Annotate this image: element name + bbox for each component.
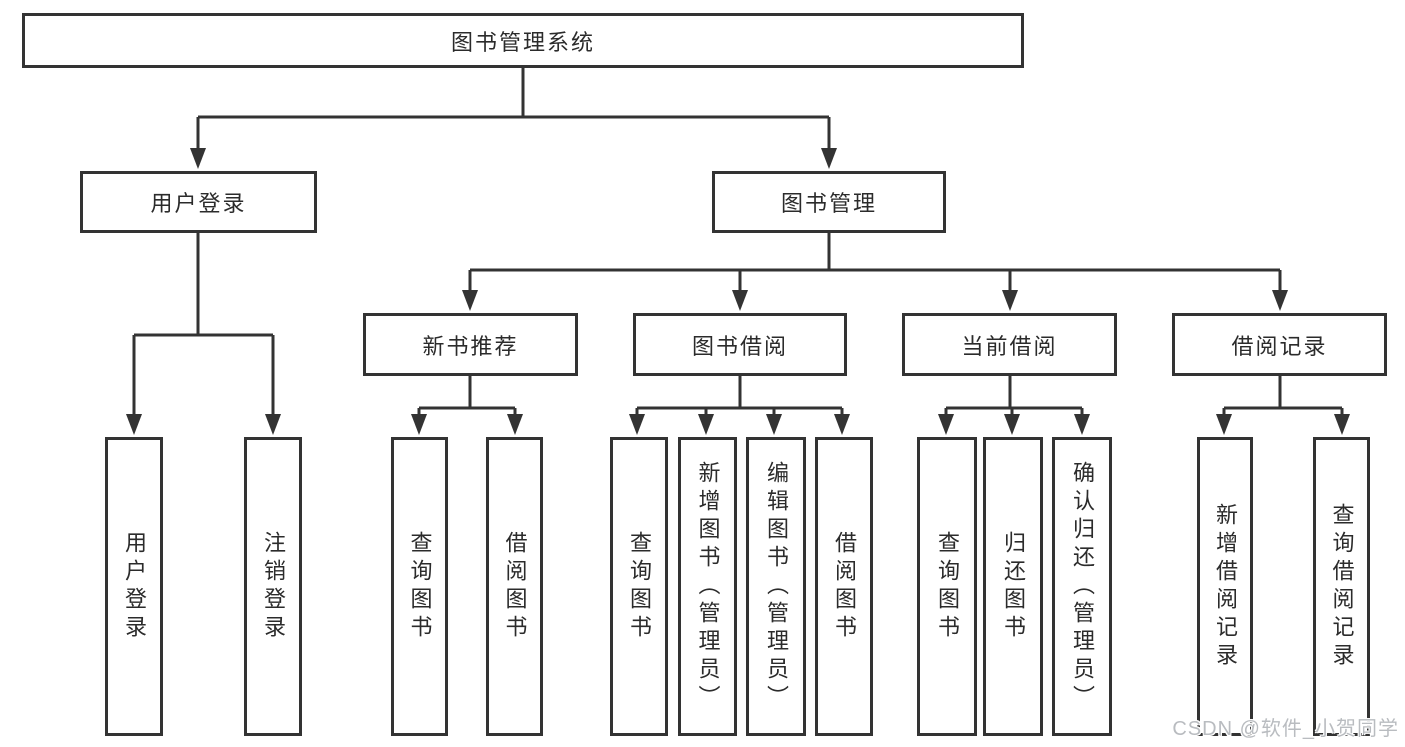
leaf-add-book-admin: 新增图书（管理员） [678,437,737,736]
leaf-logout-label: 注销登录 [261,530,286,643]
leaf-query-book-2: 查询图书 [610,437,668,736]
node-book-borrow: 图书借阅 [633,313,847,376]
node-borrow-records-label: 借阅记录 [1231,333,1328,359]
node-current-borrow-label: 当前借阅 [961,333,1058,359]
leaf-add-borrow-record-label: 新增借阅记录 [1213,502,1238,671]
leaf-return-book: 归还图书 [983,437,1043,736]
leaf-borrow-book-2: 借阅图书 [815,437,873,736]
leaf-borrow-book-2-label: 借阅图书 [832,530,857,643]
node-root: 图书管理系统 [22,13,1024,68]
leaf-borrow-book-1: 借阅图书 [486,437,543,736]
node-book-management-label: 图书管理 [780,191,877,216]
node-borrow-records: 借阅记录 [1172,313,1387,376]
node-root-label: 图书管理系统 [450,29,595,55]
leaf-confirm-return-admin-label: 确认归还（管理员） [1070,460,1095,713]
leaf-edit-book-admin: 编辑图书（管理员） [746,437,806,736]
node-user-login-label: 用户登录 [150,191,247,216]
csdn-watermark: CSDN @软件_小贺同学 [1172,718,1399,740]
leaf-confirm-return-admin: 确认归还（管理员） [1052,437,1112,736]
leaf-user-login: 用户登录 [105,437,163,736]
arrowhead-icons [126,148,1350,435]
leaf-query-book-3: 查询图书 [917,437,977,736]
node-new-book-recommend: 新书推荐 [363,313,578,376]
leaf-add-borrow-record: 新增借阅记录 [1197,437,1253,736]
leaf-query-borrow-record: 查询借阅记录 [1313,437,1370,736]
node-new-book-recommend-label: 新书推荐 [422,333,519,359]
leaf-return-book-label: 归还图书 [1001,530,1026,643]
node-current-borrow: 当前借阅 [902,313,1117,376]
leaf-query-book-2-label: 查询图书 [627,530,652,643]
leaf-logout: 注销登录 [244,437,302,736]
leaf-query-book-3-label: 查询图书 [935,530,960,643]
leaf-query-book-1-label: 查询图书 [407,530,433,643]
leaf-user-login-label: 用户登录 [122,530,147,643]
leaf-query-borrow-record-label: 查询借阅记录 [1329,502,1355,671]
node-book-management: 图书管理 [712,171,946,233]
leaf-edit-book-admin-label: 编辑图书（管理员） [764,460,789,713]
leaf-borrow-book-1-label: 借阅图书 [502,530,528,643]
node-user-login: 用户登录 [80,171,317,233]
leaf-query-book-1: 查询图书 [391,437,448,736]
leaf-add-book-admin-label: 新增图书（管理员） [695,460,721,713]
node-book-borrow-label: 图书借阅 [691,333,788,359]
